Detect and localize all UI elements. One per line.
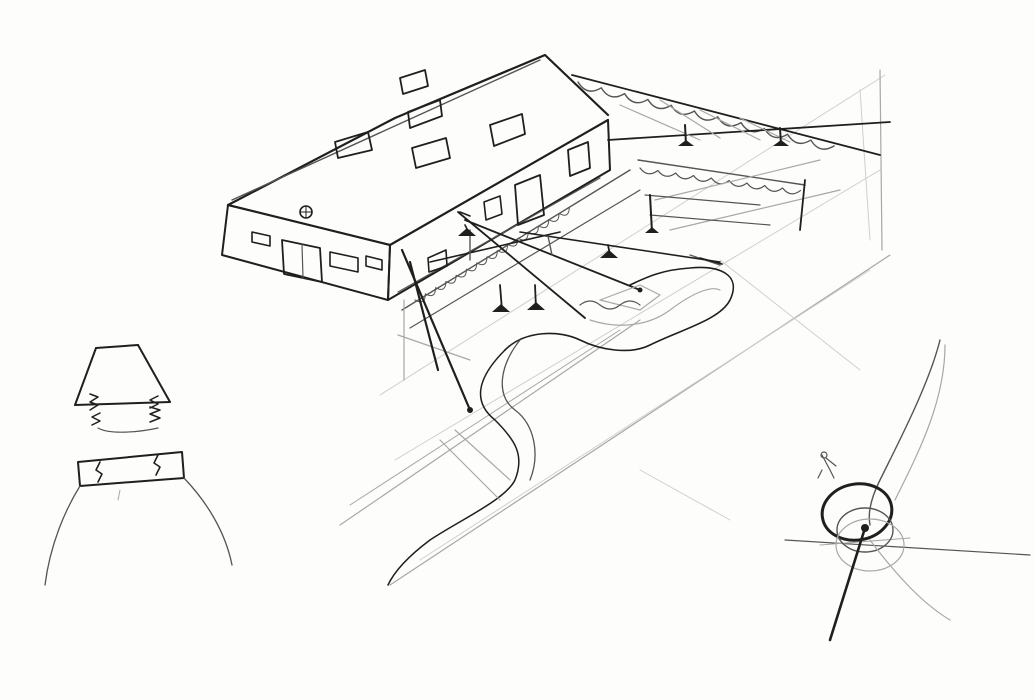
tent-canopy <box>571 74 891 266</box>
ground-lines <box>339 69 891 586</box>
courtyard-poles <box>400 211 721 413</box>
courtyard-path <box>387 266 735 586</box>
roof-skylights <box>334 69 526 169</box>
sundial-sketch <box>784 339 1031 642</box>
lamp-shade-sketch <box>44 344 233 586</box>
barn-building <box>221 53 641 381</box>
